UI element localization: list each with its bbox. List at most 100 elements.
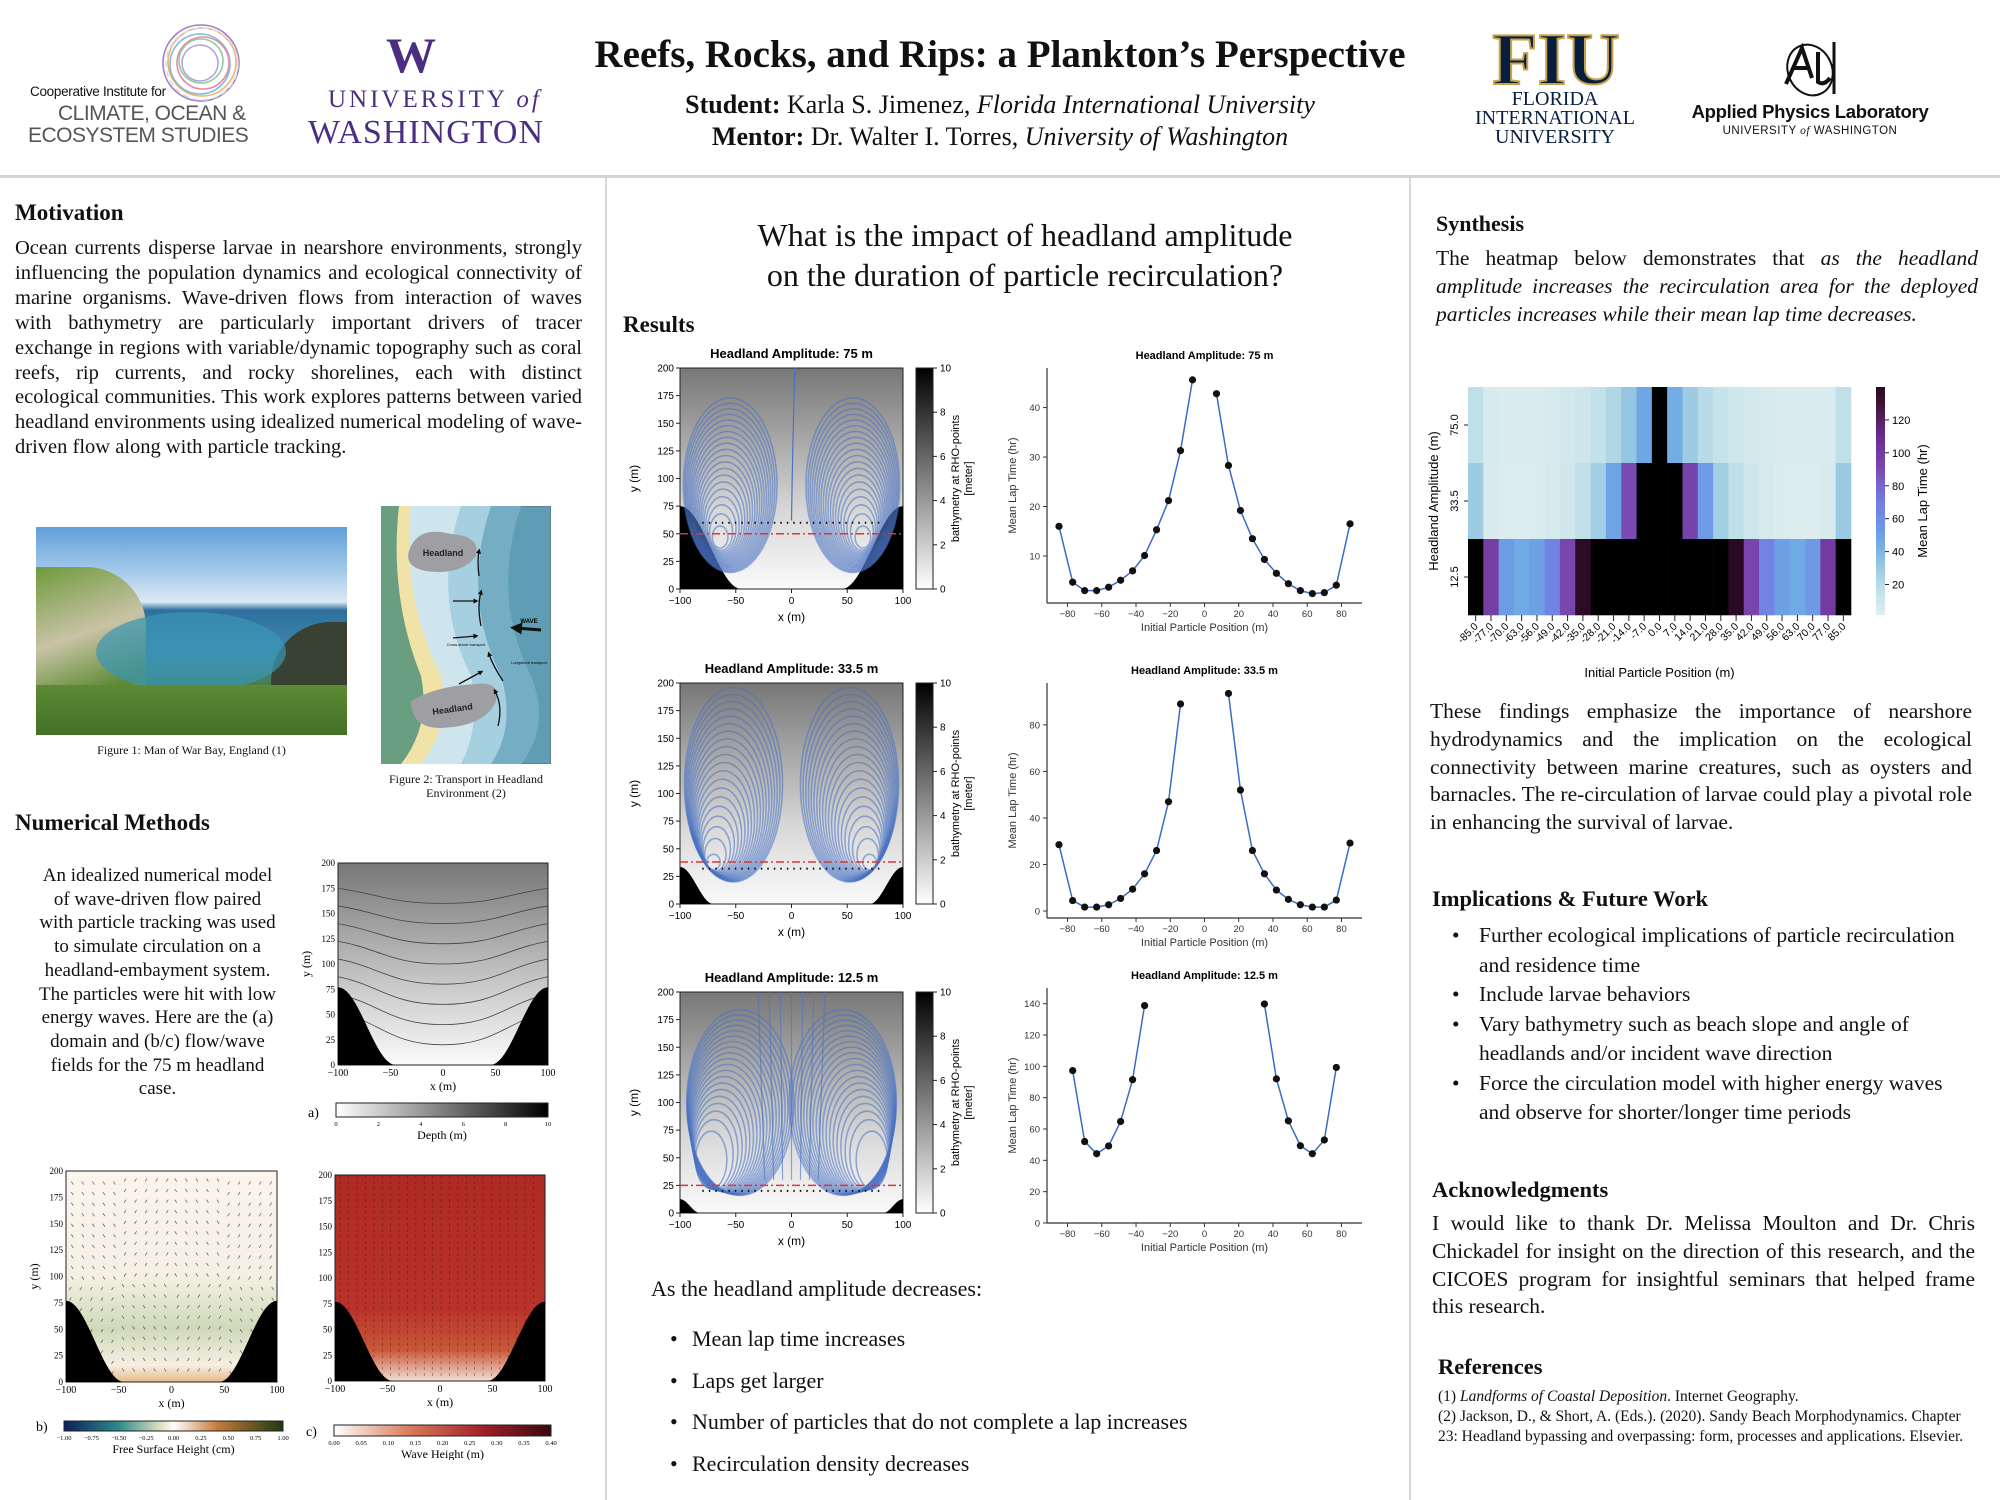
flow-arrow — [269, 1181, 273, 1185]
heatmap-cell — [1529, 387, 1545, 464]
flow-arrow — [208, 1294, 211, 1298]
depth-contour — [337, 1011, 549, 1046]
summary-bullets: Mean lap time increases Laps get larger … — [670, 1318, 1187, 1485]
heatmap-cell — [1713, 463, 1729, 540]
data-point — [1093, 1150, 1101, 1158]
data-point — [1152, 526, 1161, 534]
flow-arrow — [123, 1178, 127, 1182]
flow-arrow — [176, 1347, 180, 1351]
data-point — [1140, 870, 1149, 878]
data-point — [1128, 885, 1137, 893]
flow-arrow — [218, 1294, 222, 1298]
flow-arrow — [111, 1339, 114, 1343]
uw-line2: WASHINGTON — [308, 114, 545, 151]
flow-arrow — [197, 1357, 201, 1362]
x-tick-label: 0 — [789, 596, 795, 607]
flow-arrow — [250, 1297, 253, 1301]
flow-arrow — [269, 1191, 273, 1196]
data-point — [1105, 1142, 1113, 1150]
flow-arrow — [250, 1329, 253, 1333]
flow-arrow — [134, 1178, 137, 1182]
heatmap-cell — [1743, 463, 1760, 540]
flow-arrow — [123, 1210, 127, 1214]
colorbar-tick-label: 0.25 — [464, 1440, 475, 1447]
x-tick-label: −60 — [1094, 924, 1110, 935]
flow-arrow — [111, 1360, 114, 1365]
flow-arrow — [239, 1307, 243, 1312]
particle-track — [824, 448, 889, 564]
bathymetry-colorbar — [915, 367, 934, 590]
flow-arrow — [92, 1244, 95, 1249]
y-axis-label: y (m) — [627, 465, 641, 492]
heatmap-cell — [1605, 539, 1622, 616]
flow-arrow — [81, 1191, 85, 1196]
acknowledgments-text: I would like to thank Dr. Melissa Moulto… — [1432, 1211, 1975, 1319]
flow-arrow — [258, 1234, 262, 1238]
heatmap-cell — [1759, 463, 1775, 540]
y-tick-label: 200 — [657, 679, 674, 690]
particle-track — [697, 461, 754, 562]
flow-arrow — [134, 1273, 137, 1277]
flow-arrow — [195, 1252, 199, 1256]
particle-track — [815, 424, 895, 568]
flow-arrow — [113, 1255, 116, 1259]
flow-arrow — [185, 1273, 188, 1277]
x-tick-label: 100 — [270, 1385, 285, 1396]
flow-arrow — [155, 1210, 158, 1214]
x-tick-label: −40 — [1128, 1229, 1144, 1240]
flow-arrow — [100, 1297, 104, 1301]
flow-arrow — [113, 1276, 116, 1280]
particle-track — [813, 419, 896, 570]
colorbar-label-unit: [meter] — [963, 461, 975, 495]
heatmap-cell — [1559, 387, 1576, 464]
data-point — [1176, 700, 1185, 708]
flow-arrow — [248, 1234, 251, 1238]
flow-arrow — [111, 1350, 114, 1354]
flow-arrow — [258, 1265, 262, 1270]
reference-1-title: Landforms of Coastal Deposition — [1459, 1388, 1668, 1405]
flow-arrow — [195, 1220, 199, 1224]
particle-track — [685, 407, 774, 572]
y-tick-label: 200 — [657, 364, 674, 375]
particle-track — [805, 397, 901, 574]
flow-arrow — [163, 1304, 167, 1309]
particle-track — [700, 474, 749, 559]
flow-arrow — [123, 1220, 127, 1224]
flow-arrow — [153, 1326, 156, 1330]
flow-arrow — [113, 1181, 116, 1185]
x-tick-label: 80 — [1336, 609, 1347, 620]
colorbar-tick-label: 0.30 — [491, 1440, 502, 1447]
flow-arrow — [185, 1252, 188, 1256]
flow-arrow — [197, 1304, 201, 1309]
particle-track — [827, 454, 888, 563]
flow-arrow — [113, 1234, 116, 1238]
flow-arrow — [269, 1276, 273, 1280]
flow-arrow — [250, 1286, 253, 1291]
fig2-cross-shore-label: Cross-shore transport — [447, 642, 487, 647]
x-tick-label: 40 — [1268, 609, 1279, 620]
heatmap-cell — [1682, 387, 1699, 464]
x-axis-label: x (m) — [778, 925, 805, 939]
flow-arrow — [176, 1368, 180, 1372]
flow-arrow — [195, 1231, 199, 1235]
y-tick-label: 50 — [663, 1153, 675, 1164]
y-tick-label: 150 — [657, 419, 674, 430]
heatmap-cell — [1498, 387, 1515, 464]
flow-arrow — [79, 1307, 83, 1312]
y-tick-label: 175 — [657, 391, 674, 402]
uw-w-mark: W — [386, 27, 436, 83]
particle-track — [854, 525, 872, 549]
heatmap-cell — [1559, 463, 1576, 540]
x-tick-label: 0 — [789, 1220, 795, 1231]
student-line: Student: Karla S. Jimenez, Florida Inter… — [500, 90, 1500, 120]
acknowledgments-heading: Acknowledgments — [1432, 1177, 1609, 1202]
particle-track — [807, 402, 900, 573]
heatmap-cell — [1743, 539, 1760, 616]
flow-arrow — [174, 1252, 178, 1256]
flow-arrow — [70, 1213, 74, 1217]
y-tick-label: 140 — [1024, 999, 1040, 1010]
flow-arrow — [187, 1357, 190, 1362]
flow-arrow — [79, 1297, 83, 1301]
flow-arrow — [134, 1231, 137, 1235]
flow-arrow — [260, 1297, 264, 1301]
